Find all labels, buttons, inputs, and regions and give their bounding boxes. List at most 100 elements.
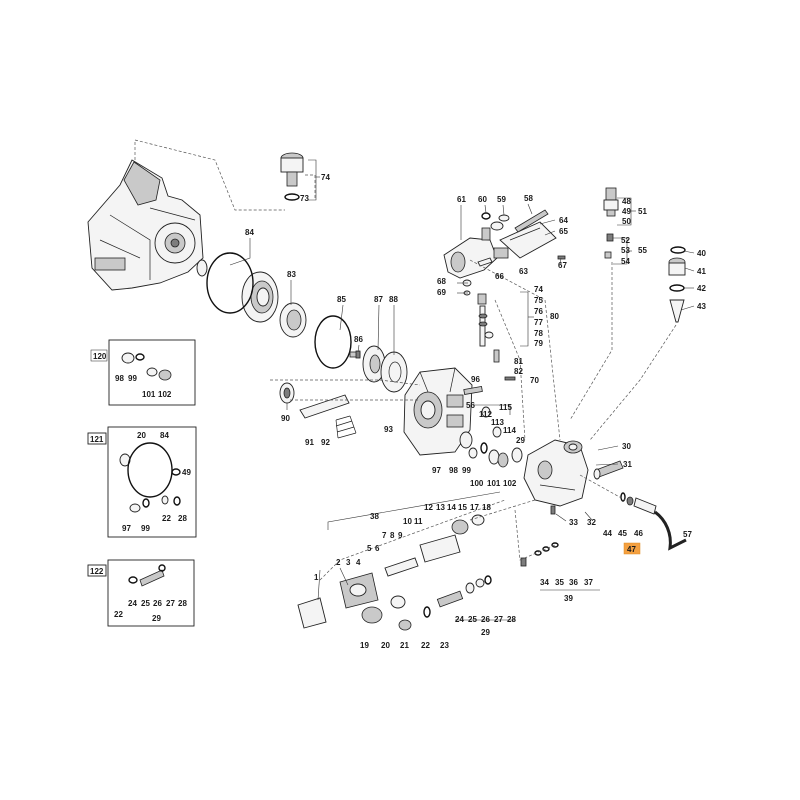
callout-label: 9 [398, 531, 403, 540]
callout-labels: 1 2 3 4 5 6 7 8 9 10 11 12 13 14 15 17 1… [245, 173, 706, 650]
callout-label: 57 [683, 530, 692, 539]
inset-122-label: 25 [141, 599, 150, 608]
guide-lines [134, 139, 677, 581]
inset-120-label: 99 [128, 374, 137, 383]
nozzle-fittings [620, 492, 657, 515]
callout-label: 114 [503, 426, 516, 435]
spray-gun [297, 514, 492, 631]
inset-122-label: 22 [114, 610, 123, 619]
callout-label: 102 [503, 479, 517, 488]
o-ring [206, 252, 254, 314]
callout-label: 19 [360, 641, 369, 650]
unloader-valve [443, 221, 504, 279]
crankcase [87, 159, 204, 291]
inset-120-label: 102 [158, 390, 172, 399]
callout-label: 58 [524, 194, 533, 203]
callout-label: 88 [389, 295, 398, 304]
callout-label: 66 [495, 272, 504, 281]
callout-label: 40 [697, 249, 706, 258]
callout-label: 35 [555, 578, 564, 587]
callout-label: 82 [514, 367, 523, 376]
inset-122-label: 27 [166, 599, 175, 608]
rod [514, 209, 549, 233]
callout-label: 42 [697, 284, 706, 293]
valve-body [523, 439, 589, 507]
callout-label: 38 [370, 512, 379, 521]
callout-label: 53 [621, 246, 630, 255]
callout-label: 39 [564, 594, 573, 603]
callout-label: 54 [621, 257, 630, 266]
bearing-cap [279, 302, 307, 338]
inset-121-label: 84 [160, 431, 169, 440]
inset-122-title: 122 [90, 567, 104, 576]
inset-121-label: 99 [141, 524, 150, 533]
callout-label: 6 [375, 544, 380, 553]
callout-label: 33 [569, 518, 578, 527]
callout-label: 63 [519, 267, 528, 276]
callout-label: 93 [384, 425, 393, 434]
inset-121-label: 28 [178, 514, 187, 523]
inset-121-label: 20 [137, 431, 146, 440]
inset-122-label: 26 [153, 599, 162, 608]
inset-121-title: 121 [90, 435, 104, 444]
callout-label: 59 [497, 195, 506, 204]
highlight-box[interactable] [623, 542, 641, 555]
washer [196, 259, 208, 277]
callout-label: 10 [403, 517, 412, 526]
callout-label: 34 [540, 578, 549, 587]
callout-label: 100 [470, 479, 484, 488]
callout-label: 80 [550, 312, 559, 321]
small-fittings [520, 542, 559, 567]
callout-label: 31 [623, 460, 632, 469]
inset-120-label: 101 [142, 390, 156, 399]
callout-label: 41 [697, 267, 706, 276]
callout-label: 77 [534, 318, 543, 327]
callout-label: 52 [621, 236, 630, 245]
callout-label: 74 [321, 173, 330, 182]
callout-label: 46 [634, 529, 643, 538]
callout-label: 28 [507, 615, 516, 624]
piston [299, 394, 350, 419]
callout-label: 22 [421, 641, 430, 650]
callout-label: 76 [534, 307, 543, 316]
callout-label: 25 [468, 615, 477, 624]
callout-label: 81 [514, 357, 523, 366]
callout-label: 7 [382, 531, 387, 540]
callout-label: 5 [367, 544, 372, 553]
callout-label: 44 [603, 529, 612, 538]
inset-120: 120 98 99 101 102 [90, 339, 196, 406]
inset-121-label: 22 [162, 514, 171, 523]
callout-label: 68 [437, 277, 446, 286]
callout-label: 96 [471, 375, 480, 384]
callout-label: 23 [440, 641, 449, 650]
callout-label: 65 [559, 227, 568, 236]
callout-label: 43 [697, 302, 706, 311]
callout-label: 18 [482, 503, 491, 512]
callout-label: 79 [534, 339, 543, 348]
knob [280, 152, 304, 201]
lever [499, 221, 557, 259]
valve-cluster [459, 406, 523, 468]
callout-label: 67 [558, 261, 567, 270]
highlight-label[interactable]: 47 [627, 545, 636, 554]
screw [550, 505, 556, 515]
callout-label: 87 [374, 295, 383, 304]
callout-label: 55 [638, 246, 647, 255]
callout-label: 15 [458, 503, 467, 512]
callout-label: 29 [481, 628, 490, 637]
callout-label: 24 [455, 615, 464, 624]
callout-label: 11 [414, 517, 423, 526]
callout-label: 30 [622, 442, 631, 451]
pipe [654, 510, 687, 551]
pressure-switch [603, 187, 619, 259]
callout-label: 36 [569, 578, 578, 587]
callout-label: 60 [478, 195, 487, 204]
o-ring [481, 212, 491, 220]
callout-label: 86 [354, 335, 363, 344]
callout-label: 26 [481, 615, 490, 624]
callout-label: 56 [466, 401, 475, 410]
callout-label: 78 [534, 329, 543, 338]
pin [557, 255, 566, 260]
callout-label: 1 [314, 573, 319, 582]
